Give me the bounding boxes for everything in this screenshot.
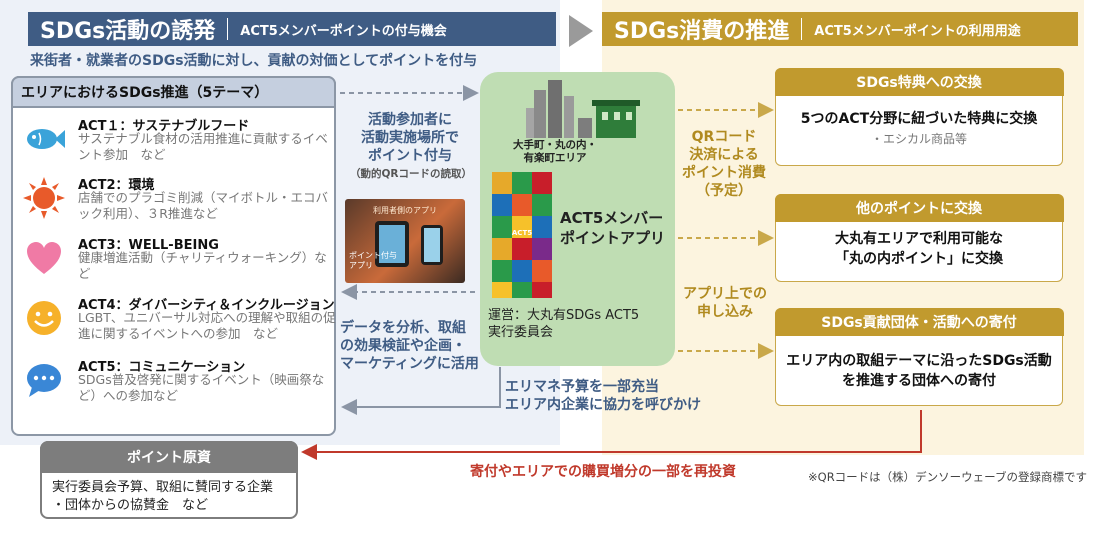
operator-line: 運営：大丸有SDGs ACT5	[488, 307, 639, 324]
reinvest-text: 寄付やエリアでの購買増分の一部を再投資	[470, 461, 736, 481]
heart-icon	[22, 236, 66, 280]
themes-panel-title: エリアにおけるSDGs推進（5テーマ）	[11, 76, 336, 108]
photo-caption-line: アプリ	[349, 261, 397, 271]
grant-line: 活動実施場所で	[350, 129, 470, 147]
theme-item-act3: ACT3：WELL-BEING 健康増進活動（チャリティウォーキング）など	[22, 234, 332, 292]
app-name: ACT5メンバー ポイントアプリ	[560, 208, 665, 248]
grant-points-text: 活動参加者に 活動実施場所で ポイント付与 （動的QRコードの読取）	[350, 111, 470, 183]
theme-item-act5: ACT5：コミュニケーション SDGs普及啓発に関するイベント（映画祭など）への…	[22, 356, 332, 414]
footnote: ※QRコードは（株）デンソーウェーブの登録商標です	[808, 469, 1087, 485]
points-source-line: ・団体からの協賛金 など	[52, 497, 273, 515]
card-title: 他のポイントに交換	[775, 194, 1064, 222]
operator-line: 実行委員会	[488, 324, 639, 341]
analysis-line: データを分析、取組	[340, 319, 480, 337]
apply-line: 申し込み	[680, 303, 770, 321]
card-body: 5つのACT分野に紐づいた特典に交換 ・エシカル商品等	[776, 109, 1062, 149]
points-source-title: ポイント原資	[40, 441, 298, 473]
sun-icon	[22, 176, 66, 220]
qr-line: ポイント消費	[678, 164, 770, 182]
photo-caption: 利用者側のアプリ	[373, 205, 437, 216]
theme-desc: 健康増進活動（チャリティウォーキング）など	[78, 250, 336, 282]
city-buildings-icon	[522, 78, 642, 138]
photo-caption-line: ポイント付与	[349, 251, 397, 261]
qr-line: 決済による	[678, 146, 770, 164]
card-body-sub: ・エシカル商品等	[776, 129, 1062, 149]
qr-line: QRコード	[678, 128, 770, 146]
card-body-line: を推進する団体への寄付	[776, 371, 1062, 391]
card-body-line: 5つのACT分野に紐づいた特典に交換	[776, 109, 1062, 129]
fish-icon	[22, 117, 66, 161]
theme-desc: 店舗でのプラゴミ削減（マイボトル・エコバック利用）、３R推進など	[78, 190, 336, 222]
card-donation: SDGs貢献団体・活動への寄付 エリア内の取組テーマに沿ったSDGs活動 を推進…	[775, 308, 1063, 406]
budget-arrow	[345, 367, 500, 407]
qr-line: （予定）	[678, 182, 770, 200]
app-name-line: ポイントアプリ	[560, 228, 665, 248]
theme-desc: SDGs普及啓発に関するイベント（映画祭など）への参加など	[78, 372, 336, 404]
reinvest-arrow	[305, 410, 921, 452]
grant-line: 活動参加者に	[350, 111, 470, 129]
area-line: 有楽町エリア	[510, 152, 600, 165]
budget-line: エリア内企業に協力を呼びかけ	[505, 396, 701, 414]
card-body-line: 「丸の内ポイント」に交換	[776, 249, 1062, 269]
card-title: SDGs貢献団体・活動への寄付	[775, 308, 1064, 336]
card-body-line: 大丸有エリアで利用可能な	[776, 229, 1062, 249]
smile-icon	[22, 296, 66, 340]
card-other-points: 他のポイントに交換 大丸有エリアで利用可能な 「丸の内ポイント」に交換	[775, 194, 1063, 282]
app-usage-photo: 利用者側のアプリ ポイント付与 アプリ	[345, 199, 465, 283]
card-body: 大丸有エリアで利用可能な 「丸の内ポイント」に交換	[776, 229, 1062, 269]
area-label: 大手町・丸の内・ 有楽町エリア	[510, 139, 600, 165]
theme-desc: サステナブル食材の活用推進に貢献するイベント参加 など	[78, 131, 336, 163]
area-line: 大手町・丸の内・	[510, 139, 600, 152]
app-apply-text: アプリ上での 申し込み	[680, 285, 770, 321]
chat-icon	[22, 358, 66, 402]
theme-item-act2: ACT2：環境 店舗でのプラゴミ削減（マイボトル・エコバック利用）、３R推進など	[22, 174, 332, 232]
grant-line: ポイント付与	[350, 147, 470, 165]
card-body-line: エリア内の取組テーマに沿ったSDGs活動	[776, 351, 1062, 371]
points-source-line: 実行委員会予算、取組に賛同する企業	[52, 479, 273, 497]
points-source-body: 実行委員会予算、取組に賛同する企業 ・団体からの協賛金 など	[52, 479, 273, 515]
data-analysis-text: データを分析、取組 の効果検証や企画・ マーケティングに活用	[340, 319, 480, 373]
app-logo-text: ACT5	[512, 229, 532, 237]
operator-text: 運営：大丸有SDGs ACT5 実行委員会	[488, 307, 639, 341]
theme-desc: LGBT、ユニバーサル対応への理解や取組の促進に関するイベントへの参加 など	[78, 310, 336, 342]
grant-note: （動的QRコードの読取）	[350, 165, 470, 183]
photo-caption-left: ポイント付与 アプリ	[349, 251, 397, 271]
card-body: エリア内の取組テーマに沿ったSDGs活動 を推進する団体への寄付	[776, 351, 1062, 391]
analysis-line: の効果検証や企画・	[340, 337, 480, 355]
theme-item-act1: ACT１：サステナブルフード サステナブル食材の活用推進に貢献するイベント参加 …	[22, 115, 332, 173]
analysis-line: マーケティングに活用	[340, 355, 480, 373]
qr-payment-text: QRコード 決済による ポイント消費 （予定）	[678, 128, 770, 200]
phone-icon	[421, 225, 443, 265]
apply-line: アプリ上での	[680, 285, 770, 303]
theme-item-act4: ACT4：ダイバーシティ＆インクルージョン LGBT、ユニバーサル対応への理解や…	[22, 294, 332, 352]
app-name-line: ACT5メンバー	[560, 208, 665, 228]
budget-line: エリマネ予算を一部充当	[505, 378, 701, 396]
act5-app-logo: ACT5	[492, 172, 552, 298]
card-title: SDGs特典への交換	[775, 68, 1064, 96]
budget-note: エリマネ予算を一部充当 エリア内企業に協力を呼びかけ	[505, 378, 701, 414]
card-sdgs-benefit: SDGs特典への交換 5つのACT分野に紐づいた特典に交換 ・エシカル商品等	[775, 68, 1063, 166]
